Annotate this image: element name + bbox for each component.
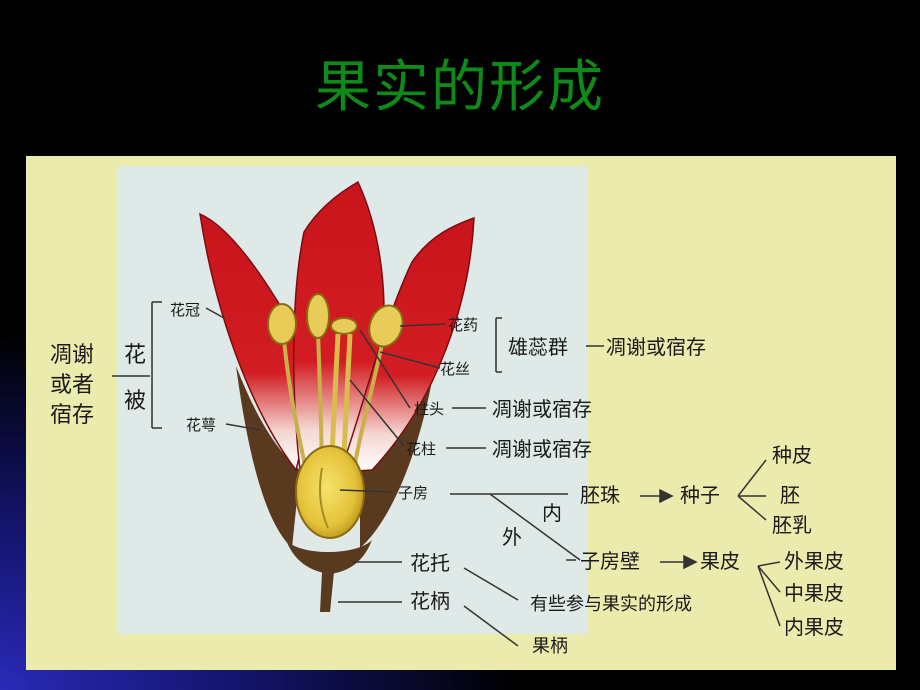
label-guobing: 果柄 — [532, 636, 568, 657]
label-hua: 花 — [124, 343, 146, 368]
bracket-xiongrui — [495, 317, 502, 373]
label-zifang: 子房 — [398, 484, 428, 502]
label-peiru: 胚乳 — [772, 513, 812, 537]
label-huatuo: 花托 — [410, 551, 450, 575]
label-huasi: 花丝 — [440, 360, 470, 378]
ovule — [319, 467, 329, 529]
label-zhongguopi: 中果皮 — [784, 581, 844, 605]
anther-3 — [368, 304, 404, 348]
anther-2 — [306, 293, 330, 339]
receptacle — [286, 540, 372, 574]
label-zhongzi: 种子 — [680, 483, 720, 507]
style — [329, 333, 353, 455]
label-huaguan: 花冠 — [170, 301, 200, 319]
label-diaoxie-1: 凋谢 — [50, 343, 94, 368]
label-zhongpi: 种皮 — [772, 443, 812, 467]
label-huae: 花萼 — [186, 416, 216, 434]
label-huazhu-fate: 凋谢或宿存 — [492, 437, 592, 461]
sepal-left — [236, 366, 300, 548]
label-youxie: 有些参与果实的形成 — [530, 594, 692, 615]
label-guopi: 果皮 — [700, 549, 740, 573]
ovary — [295, 445, 365, 539]
sepal-right — [360, 370, 434, 548]
label-huabing: 花柄 — [410, 589, 450, 613]
bracket-huabei — [151, 301, 162, 429]
label-zhutou-fate: 凋谢或宿存 — [492, 397, 592, 421]
anther-1 — [267, 303, 297, 345]
label-waiguopi: 外果皮 — [784, 549, 844, 573]
flower-illustration — [199, 180, 475, 612]
label-zhutou: 柱头 — [414, 400, 444, 418]
label-huayao: 花药 — [448, 316, 478, 334]
diagram-labels: 花冠 花 被 花萼 凋谢 或者 宿存 花药 花丝 雄蕊群 凋谢或宿存 柱头 凋谢… — [50, 301, 844, 657]
label-zifangbi: 子房壁 — [580, 549, 640, 573]
label-neiguopi: 内果皮 — [784, 615, 844, 639]
connector-lines — [112, 301, 781, 647]
label-bei: 被 — [124, 389, 146, 414]
label-diaoxie-3: 宿存 — [50, 403, 94, 428]
label-huazhu: 花柱 — [406, 440, 436, 458]
stigma — [330, 317, 358, 335]
label-nei: 内 — [542, 501, 562, 525]
label-xiongrui-fate: 凋谢或宿存 — [606, 335, 706, 359]
label-diaoxie-2: 或者 — [50, 373, 94, 398]
label-wai: 外 — [502, 525, 522, 549]
label-peizhu: 胚珠 — [580, 483, 620, 507]
slide-title: 果实的形成 — [315, 55, 605, 120]
pedicel — [320, 572, 334, 612]
label-pei: 胚 — [780, 483, 800, 507]
label-xiongruiqun: 雄蕊群 — [508, 335, 568, 359]
